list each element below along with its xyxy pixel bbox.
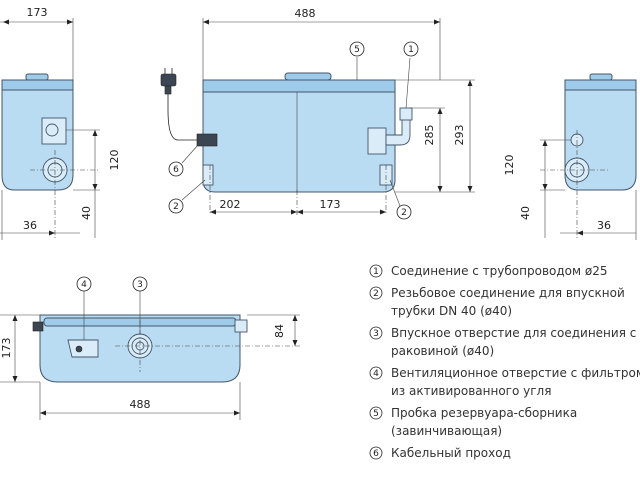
left-side-view: 173 120 40 36: [0, 6, 121, 240]
legend-item: 6 Кабельный проход: [369, 446, 511, 460]
dim-top-width: 488: [130, 398, 151, 411]
front-cap: [284, 72, 332, 81]
svg-text:2: 2: [401, 208, 407, 218]
legend-text: (завинчивающая): [391, 424, 502, 438]
svg-text:2: 2: [173, 202, 179, 212]
front-tank: [202, 79, 396, 193]
legend-item: 4 Вентиляционное отверстие с фильтром из а…: [369, 366, 640, 398]
legend-number-badge: [369, 264, 383, 278]
legend-text: Резьбовое соединение для впускной: [391, 286, 625, 300]
dim-front-bottom-left: 202: [220, 198, 241, 211]
legend-item: 3 Впускное отверстие для соединения с рако…: [369, 326, 636, 358]
front-lid: [202, 79, 396, 93]
vent-filter: [67, 339, 99, 358]
right-side-view: 120 40 36: [503, 73, 637, 240]
callout-5: [349, 41, 365, 57]
dim-front-bottom-right: 173: [320, 198, 341, 211]
dim-top-depth: 173: [0, 338, 13, 359]
svg-text:3: 3: [137, 280, 143, 290]
legend-number-badge: [369, 406, 383, 420]
legend-text: Соединение с трубопроводом ø25: [391, 264, 607, 278]
legend-text: Вентиляционное отверстие с фильтром: [391, 366, 640, 380]
front-inlet: [367, 127, 387, 155]
callout-6: [168, 161, 184, 177]
legend-number-badge: [369, 286, 383, 300]
cable-gland: [196, 133, 218, 147]
legend-number: 4: [373, 369, 379, 379]
dim-left-inlet-bottom: 40: [80, 206, 93, 220]
legend-text: Пробка резервуара-сборника: [391, 406, 577, 420]
legend-text: Кабельный проход: [391, 446, 511, 460]
legend-number-badge: [369, 446, 383, 460]
svg-text:4: 4: [81, 280, 87, 290]
legend-number: 6: [373, 449, 379, 459]
dim-top-inlet-offset: 84: [273, 324, 286, 338]
legend-text: из активированного угля: [391, 384, 551, 398]
legend-text: трубки DN 40 (ø40): [391, 304, 512, 318]
callout-1: [403, 41, 419, 57]
left-side-lid: [1, 79, 74, 91]
svg-text:6: 6: [173, 165, 179, 175]
legend-number: 5: [373, 409, 379, 419]
front-view: 488 285 293 202: [160, 7, 475, 220]
svg-text:1: 1: [408, 45, 414, 55]
left-side-cap: [25, 73, 49, 81]
legend-number: 3: [373, 329, 379, 339]
legend-text: раковиной (ø40): [391, 344, 494, 358]
dim-side-width: 173: [27, 6, 48, 19]
legend-item: 5 Пробка резервуара-сборника (завинчивающа…: [369, 406, 577, 438]
dim-right-inlet-bottom: 40: [519, 206, 532, 220]
top-view: 173 84 488 4 3: [0, 276, 300, 420]
dim-left-inlet-side: 36: [23, 219, 37, 232]
legend: 1 Соединение с трубопроводом ø25 2 Резьбово…: [369, 264, 640, 460]
legend-item: 1 Соединение с трубопроводом ø25: [369, 264, 607, 278]
power-plug: [160, 73, 177, 87]
top-cable-gland: [32, 321, 44, 332]
svg-text:5: 5: [354, 45, 360, 55]
callout-3: [132, 276, 148, 292]
legend-text: Впускное отверстие для соединения с: [391, 326, 636, 340]
legend-number-badge: [369, 326, 383, 340]
callout-4: [76, 276, 92, 292]
callout-2b: [396, 204, 412, 220]
front-outlet-pipe: [385, 117, 411, 146]
legend-item: 2 Резьбовое соединение для впускной трубки…: [369, 286, 625, 318]
dim-left-inlet-height: 120: [108, 150, 121, 171]
dim-front-width: 488: [295, 7, 316, 20]
callout-2a: [168, 198, 184, 214]
dim-front-height-total: 293: [453, 125, 466, 146]
dim-front-height-inner: 285: [423, 125, 436, 146]
dim-right-inlet-side: 36: [597, 219, 611, 232]
legend-number: 2: [373, 289, 379, 299]
legend-number-badge: [369, 366, 383, 380]
dim-right-inlet-height: 120: [503, 155, 516, 176]
legend-number: 1: [373, 267, 379, 277]
